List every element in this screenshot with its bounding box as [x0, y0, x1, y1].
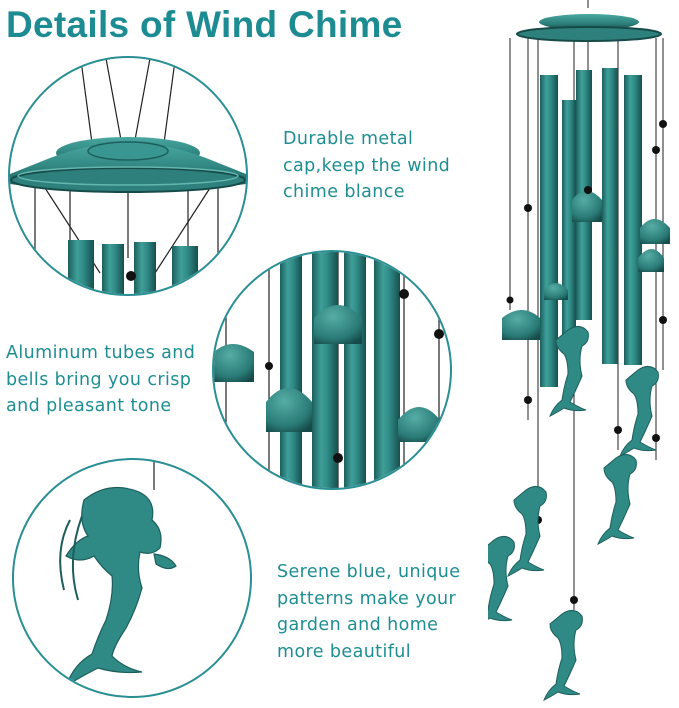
feature-caption-tubes-bells: Aluminum tubes and bells bring you crisp…	[6, 340, 195, 420]
caption-line: Durable metal	[283, 129, 414, 149]
caption-line: garden and home	[277, 615, 439, 635]
caption-line: bells bring you crisp	[6, 369, 192, 390]
caption-line: chime blance	[283, 182, 405, 202]
feature-caption-mermaid: Serene blue, unique patterns make your g…	[277, 559, 460, 665]
caption-line: patterns make your	[277, 588, 457, 609]
feature-caption-metal-cap: Durable metal cap,keep the wind chime bl…	[283, 126, 450, 206]
tubes-and-bells-closeup-image	[212, 250, 452, 490]
caption-line: Aluminum tubes and	[6, 343, 196, 363]
caption-line: Serene blue, unique	[277, 562, 461, 582]
wind-chime-product-image	[488, 0, 679, 708]
metal-cap-closeup-image	[8, 56, 248, 296]
caption-line: cap,keep the wind	[283, 155, 451, 176]
page-title: Details of Wind Chime	[6, 4, 403, 45]
mermaid-pendant-closeup-image	[12, 458, 252, 698]
caption-line: and pleasant tone	[6, 396, 172, 416]
caption-line: more beautiful	[277, 641, 412, 662]
